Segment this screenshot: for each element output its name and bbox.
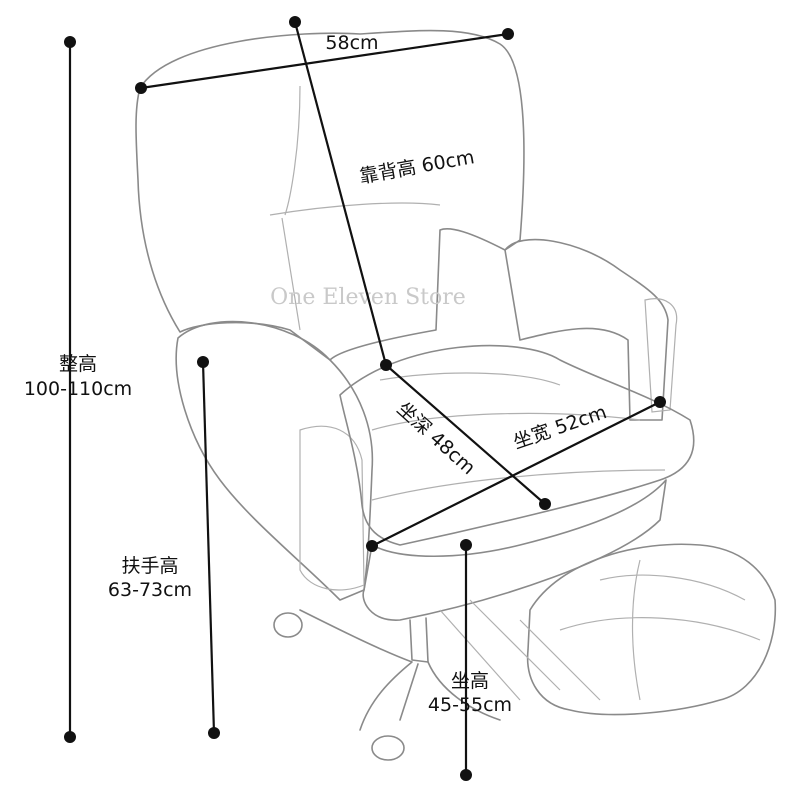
seat-height-dot-bottom	[460, 769, 472, 781]
total-height-dot-bottom	[64, 731, 76, 743]
chair-seat-front	[362, 479, 667, 621]
chair-illustration	[135, 29, 777, 761]
chair-caster-left	[273, 612, 303, 638]
backrest-height-line	[293, 21, 388, 366]
chair-caster-front	[371, 735, 405, 761]
seat-width-dot-right	[654, 396, 666, 408]
total-height-dot-top	[64, 36, 76, 48]
seat-depth-dot-front	[539, 498, 551, 510]
chair-backrest-seam	[269, 85, 441, 331]
chair-seat-outline	[339, 344, 695, 546]
chair-right-armrest-pad	[644, 298, 678, 413]
seat-width-label: 坐宽 52cm	[511, 401, 610, 453]
seat-width-dot-left	[366, 540, 378, 552]
backrest-height-label: 靠背高 60cm	[358, 146, 476, 188]
chair-footrest-outline	[526, 543, 777, 716]
chair-left-armrest-front	[299, 425, 365, 591]
top-width-line	[140, 32, 509, 90]
chair-footrest-rails	[439, 599, 601, 701]
dimension-lines	[64, 16, 666, 781]
seat-width-line	[371, 401, 661, 547]
chair-backrest-outline	[135, 29, 525, 361]
seat-height-dot-top	[460, 539, 472, 551]
backrest-height-dot-top	[289, 16, 301, 28]
seat-depth-line	[385, 364, 546, 505]
chair-gas-lift	[409, 617, 429, 663]
dimension-labels: 58cm 靠背高 60cm 坐深 48cm 坐宽 52cm 整高 100-110…	[24, 32, 610, 716]
seat-height-title: 坐高	[451, 670, 489, 692]
chair-base-legs	[299, 609, 501, 731]
armrest-height-dot-bottom	[208, 727, 220, 739]
top-width-dot-left	[135, 82, 147, 94]
armrest-height-dot-top	[197, 356, 209, 368]
armrest-height-line	[201, 361, 216, 734]
chair-footrest-seams	[559, 559, 761, 701]
armrest-height-value: 63-73cm	[108, 579, 192, 601]
top-width-label: 58cm	[325, 32, 378, 54]
seat-height-value: 45-55cm	[428, 694, 512, 716]
armrest-height-title: 扶手高	[121, 555, 178, 577]
chair-right-armrest-outline	[504, 238, 669, 421]
total-height-title: 整高	[59, 353, 97, 375]
top-width-dot-right	[502, 28, 514, 40]
total-height-value: 100-110cm	[24, 378, 132, 400]
